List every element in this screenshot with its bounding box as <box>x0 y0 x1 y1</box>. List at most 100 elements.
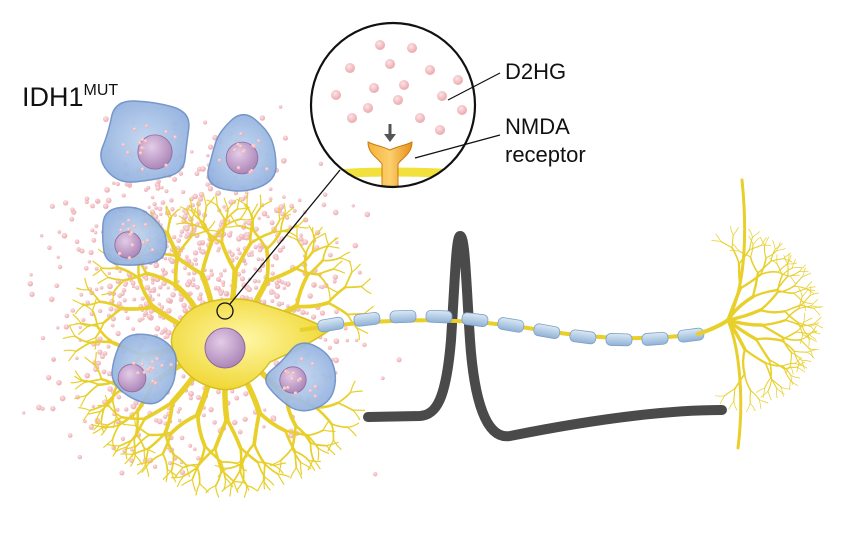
dendrite-branch <box>729 401 734 409</box>
d2hg-particle <box>234 396 239 401</box>
dendrite-branch <box>327 246 339 248</box>
dendrite-branch <box>192 480 195 491</box>
d2hg-particle <box>262 425 266 429</box>
d2hg-molecule <box>437 91 447 101</box>
d2hg-particle <box>305 311 309 315</box>
dendrite-branch <box>811 333 820 334</box>
dendrite-branch <box>733 228 738 236</box>
d2hg-particle <box>346 339 349 342</box>
d2hg-particle <box>284 282 288 286</box>
d2hg-particle <box>47 245 52 250</box>
d2hg-particle <box>52 357 56 361</box>
d2hg-molecule <box>369 83 379 93</box>
d2hg-particle <box>196 456 200 460</box>
neuron-nucleus <box>205 328 245 368</box>
dendrite-branch <box>759 400 761 409</box>
d2hg-particle <box>271 271 275 275</box>
dendrite-branch <box>333 440 341 449</box>
d2hg-particle <box>193 250 198 255</box>
d2hg-particle <box>57 256 60 259</box>
d2hg-particle <box>108 306 113 311</box>
d2hg-particle <box>60 396 66 402</box>
dendrite-branch <box>311 443 327 446</box>
d2hg-particle <box>76 247 80 251</box>
d2hg-particle <box>335 241 338 244</box>
dendrite-branch <box>783 363 795 366</box>
d2hg-particle <box>333 210 339 216</box>
dendrite-branch <box>207 221 214 230</box>
d2hg-particle <box>219 223 223 227</box>
d2hg-particle <box>154 206 158 210</box>
d2hg-particle <box>126 316 130 320</box>
d2hg-particle <box>311 314 316 319</box>
dendrite-branch <box>811 300 818 306</box>
dendrite-branch <box>240 209 246 219</box>
dendrite-branch <box>76 382 86 389</box>
dendrite-branch <box>750 391 751 404</box>
dendrite-branch <box>751 391 760 400</box>
d2hg-particle <box>279 105 283 109</box>
d2hg-particle <box>69 217 74 222</box>
dendrite-branch <box>281 448 292 460</box>
d2hg-particle <box>135 286 139 290</box>
d2hg-particle <box>283 286 287 290</box>
zoom-inset <box>300 23 490 188</box>
dendrite-branch <box>745 374 751 391</box>
dendrite-branch <box>73 300 84 305</box>
d2hg-particle <box>188 444 192 448</box>
d2hg-particle <box>92 238 97 243</box>
d2hg-particle <box>274 293 280 299</box>
dendrite-branch <box>766 251 777 258</box>
d2hg-particle <box>161 200 166 205</box>
d2hg-particle <box>250 250 253 253</box>
dendrite-branch <box>178 236 192 254</box>
dendrite-branch <box>84 411 91 421</box>
dendrite-branch <box>85 278 89 289</box>
d2hg-particle <box>29 292 34 297</box>
d2hg-particle <box>262 300 266 304</box>
d2hg-particle <box>236 236 242 242</box>
dendrite-branch <box>753 238 759 245</box>
d2hg-particle <box>283 136 288 141</box>
dendrite-branch <box>814 308 820 315</box>
myelin-segment <box>606 333 632 346</box>
dendrite-branch <box>247 194 248 206</box>
dendrite-branch <box>802 360 805 369</box>
d2hg-particle <box>307 293 312 298</box>
d2hg-particle <box>112 181 116 185</box>
dendrite-branch <box>163 454 167 470</box>
d2hg-particle <box>156 179 161 184</box>
d2hg-particle <box>41 407 45 411</box>
dendrite-branch <box>761 292 778 310</box>
dendrite-branch <box>89 290 100 302</box>
dendrite-branch <box>108 277 124 280</box>
dendrite-branch <box>345 287 361 288</box>
dendrite-branch <box>745 350 766 363</box>
d2hg-particle <box>84 373 90 379</box>
d2hg-particle <box>334 309 339 314</box>
d2hg-particle <box>365 212 371 218</box>
dendrite-branch <box>802 289 808 296</box>
d2hg-particle <box>198 197 203 202</box>
dendrite-branch <box>752 232 759 238</box>
dendrite-branch <box>809 349 818 350</box>
d2hg-molecule <box>399 80 409 90</box>
dendrite-branch <box>731 226 734 235</box>
d2hg-particle <box>141 297 145 301</box>
d2hg-particle <box>200 166 206 172</box>
dendrite-branch <box>69 351 76 360</box>
dendrite-branch <box>75 336 90 343</box>
d2hg-particle <box>95 199 98 202</box>
d2hg-particle <box>146 186 150 190</box>
dendrite-branch <box>734 389 735 402</box>
d2hg-particle <box>170 292 176 298</box>
dendrite-branch <box>63 336 75 338</box>
d2hg-particle <box>311 284 315 288</box>
dendrite-branch <box>747 403 751 411</box>
dendrite-branch <box>732 235 733 248</box>
dendrite-branch <box>777 389 784 394</box>
d2hg-particle <box>257 257 261 261</box>
d2hg-particle <box>254 245 258 249</box>
d2hg-particle <box>78 455 82 459</box>
d2hg-particle <box>192 278 195 281</box>
